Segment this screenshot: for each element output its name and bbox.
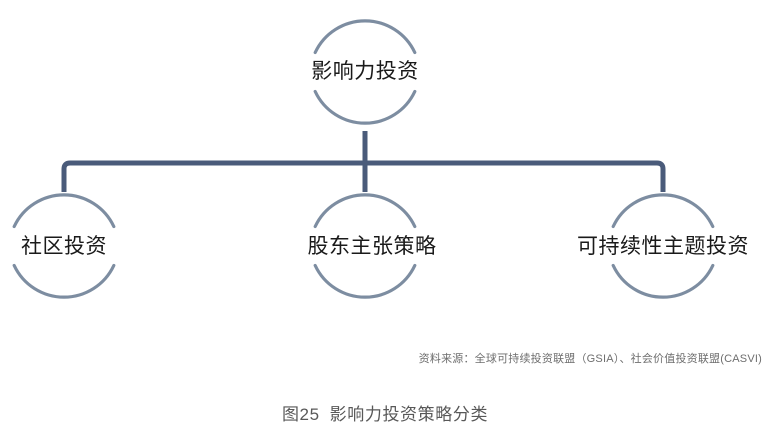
node-label-impact-investing: 影响力投资 xyxy=(311,60,419,83)
source-note: 资料来源：全球可持续投资联盟（GSIA）、社会价值投资联盟(CASVI) xyxy=(418,353,762,365)
node-root-shape xyxy=(313,19,417,125)
node-label-sustainability-themed-investing: 可持续性主题投资 xyxy=(577,235,749,258)
node-label-community-investing: 社区投资 xyxy=(21,235,107,258)
hierarchy-diagram xyxy=(12,19,715,299)
connector-bus-left xyxy=(61,160,365,192)
node-root-arc-bottom xyxy=(313,89,417,125)
node-child2-arc-bottom xyxy=(313,263,417,299)
node-child3-shape xyxy=(611,193,715,299)
node-root-arc-top xyxy=(313,19,417,55)
figure-caption-title: 影响力投资策略分类 xyxy=(329,405,489,424)
node-child1-shape xyxy=(12,193,116,299)
connector-bus-right xyxy=(365,160,666,192)
node-child3-arc-bottom xyxy=(611,263,715,299)
node-label-shareholder-advocacy: 股东主张策略 xyxy=(307,235,437,258)
node-child3-arc-top xyxy=(611,193,715,229)
node-child2-shape xyxy=(313,193,417,299)
figure-caption-number: 图25 xyxy=(281,405,320,424)
connector-lines xyxy=(61,131,666,192)
node-child2-arc-top xyxy=(313,193,417,229)
node-child1-arc-top xyxy=(12,193,116,229)
figure-caption: 图25 影响力投资策略分类 xyxy=(0,400,770,425)
node-child1-arc-bottom xyxy=(12,263,116,299)
